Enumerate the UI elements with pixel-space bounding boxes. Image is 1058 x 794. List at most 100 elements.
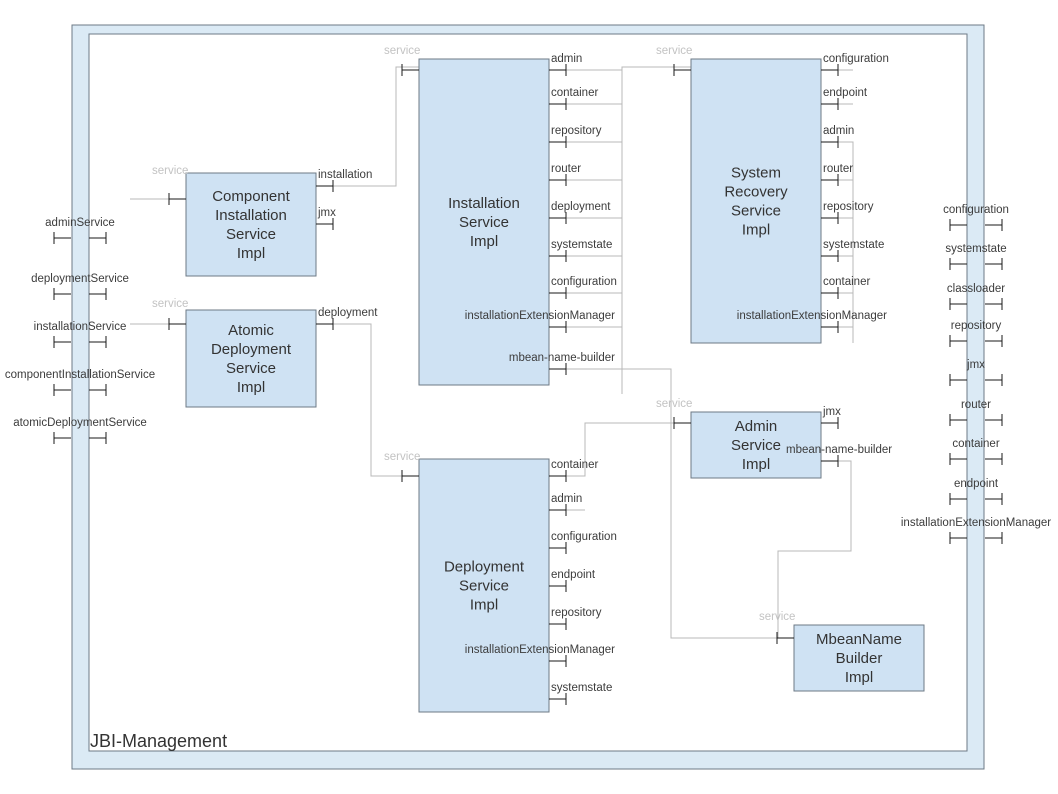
boundary-right-port-7[interactable]: endpoint — [949, 478, 1003, 505]
installation-service-impl-right-port-1[interactable]: container — [549, 87, 598, 110]
deployment-service-impl[interactable]: DeploymentServiceImplcontaineradminconfi… — [401, 458, 617, 713]
installation-service-impl-left-port-0[interactable] — [401, 64, 419, 76]
system-recovery-service-impl[interactable]: SystemRecoveryServiceImplconfigurationen… — [673, 53, 889, 344]
atomic-deployment-service-impl-right-port-0-label: deployment — [318, 307, 378, 319]
component-installation-service-impl-body[interactable] — [185, 172, 317, 277]
component-installation-service-impl[interactable]: ComponentInstallationServiceImplinstalla… — [168, 169, 372, 277]
installation-service-impl-right-port-0[interactable]: admin — [549, 53, 582, 76]
mbean-name-builder-impl-title-line-1: Builder — [836, 650, 883, 667]
mbean-name-builder-impl-title-line-0: MbeanName — [816, 631, 902, 648]
deployment-service-impl-right-port-4-label: repository — [551, 607, 602, 619]
admin-service-impl-body[interactable] — [690, 411, 822, 479]
boundary-right-port-6-label: container — [952, 438, 999, 450]
system-recovery-service-impl-right-port-5[interactable]: systemstate — [821, 239, 884, 262]
boundary-left-port-1[interactable]: deploymentService — [31, 273, 129, 300]
boundary-right-port-3[interactable]: repository — [949, 320, 1003, 347]
boundary-left-port-3[interactable]: componentInstallationService — [5, 369, 155, 396]
boundary-right-port-2-label: classloader — [947, 283, 1005, 295]
system-recovery-service-impl-right-port-7[interactable]: installationExtensionManager — [737, 310, 887, 333]
deployment-service-impl-right-port-1[interactable]: admin — [549, 493, 582, 516]
system-recovery-service-impl-right-port-0[interactable]: configuration — [821, 53, 889, 76]
component-installation-service-impl-right-port-1[interactable]: jmx — [316, 207, 336, 230]
installation-service-impl-right-port-8[interactable]: mbean-name-builder — [509, 352, 615, 375]
installation-service-impl-right-port-3[interactable]: router — [549, 163, 581, 186]
component-installation-service-impl-left-port-0[interactable] — [168, 193, 186, 205]
system-recovery-service-impl-left-port-0[interactable] — [673, 64, 691, 76]
connector-service-label-2: service — [384, 45, 420, 57]
installation-service-impl-right-port-4[interactable]: deployment — [549, 201, 611, 224]
boundary-left-port-4[interactable]: atomicDeploymentService — [13, 417, 147, 444]
system-recovery-service-impl-body[interactable] — [690, 58, 822, 344]
system-recovery-service-impl-right-port-6[interactable]: container — [821, 276, 870, 299]
admin-service-impl-title-line-2: Impl — [742, 456, 770, 473]
installation-service-impl-body[interactable] — [418, 58, 550, 386]
admin-service-impl-title-line-1: Service — [731, 437, 781, 454]
atomic-deployment-service-impl-body[interactable] — [185, 309, 317, 408]
deployment-service-impl-body[interactable] — [418, 458, 550, 713]
boundary-right-port-5[interactable]: router — [949, 399, 1003, 426]
admin-service-impl-right-port-1-label: mbean-name-builder — [786, 444, 892, 456]
boundary-right-port-0[interactable]: configuration — [943, 204, 1009, 231]
installation-service-impl-right-port-1-label: container — [551, 87, 598, 99]
admin-service-impl-right-port-0[interactable]: jmx — [821, 406, 841, 429]
system-recovery-service-impl-right-port-6-label: container — [823, 276, 870, 288]
deployment-service-impl-right-port-0[interactable]: container — [549, 459, 598, 482]
boundary-right-port-5-label: router — [961, 399, 991, 411]
deployment-service-impl-right-port-3[interactable]: endpoint — [549, 569, 596, 592]
boundary-left-port-0[interactable]: adminService — [45, 217, 115, 244]
connector-service-label-1: service — [152, 298, 188, 310]
boundary-right-port-8[interactable]: installationExtensionManager — [901, 517, 1051, 544]
mbean-name-builder-impl-title-line-2: Impl — [845, 669, 873, 686]
component-installation-service-impl-title-line-1: Installation — [215, 207, 287, 224]
installation-service-impl-right-port-8-label: mbean-name-builder — [509, 352, 615, 364]
system-recovery-service-impl-title-line-1: Recovery — [724, 184, 788, 201]
connector-service-label-4: service — [656, 45, 692, 57]
system-recovery-service-impl-right-port-2[interactable]: admin — [821, 125, 854, 148]
boundary-right-port-6[interactable]: container — [949, 438, 1003, 465]
boundary-right-port-1[interactable]: systemstate — [945, 243, 1007, 270]
deployment-service-impl-right-port-0-label: container — [551, 459, 598, 471]
system-recovery-service-impl-right-port-3[interactable]: router — [821, 163, 853, 186]
deployment-service-impl-title-line-2: Impl — [470, 597, 498, 614]
deployment-service-impl-right-port-5[interactable]: installationExtensionManager — [465, 644, 615, 667]
installation-service-impl-right-port-5[interactable]: systemstate — [549, 239, 612, 262]
system-recovery-service-impl-right-port-1[interactable]: endpoint — [821, 87, 868, 110]
admin-service-impl-left-port-0[interactable] — [673, 417, 691, 429]
connector-service-label-3: service — [384, 451, 420, 463]
deployment-service-impl-title-line-1: Service — [459, 578, 509, 595]
atomic-deployment-service-impl-left-port-0[interactable] — [168, 318, 186, 330]
boundary-right-port-2[interactable]: classloader — [947, 283, 1005, 310]
boundary-left-port-2[interactable]: installationService — [34, 321, 127, 348]
mbean-name-builder-impl-left-port-0[interactable] — [776, 632, 794, 644]
mbean-name-builder-impl-body[interactable] — [793, 624, 925, 692]
component-installation-service-impl-right-port-1-label: jmx — [317, 207, 336, 219]
system-recovery-service-impl-title-line-3: Impl — [742, 222, 770, 239]
system-recovery-service-impl-right-port-7-label: installationExtensionManager — [737, 310, 887, 322]
service-connector-labels: serviceserviceserviceserviceserviceservi… — [152, 45, 795, 623]
boundary-left-port-3-label: componentInstallationService — [5, 369, 155, 381]
installation-service-impl[interactable]: InstallationServiceImpladmincontainerrep… — [401, 53, 617, 386]
connector-mbean-from-instsvc — [549, 368, 794, 639]
components-layer: ComponentInstallationServiceImplinstalla… — [168, 53, 925, 713]
atomic-deployment-service-impl-right-port-0[interactable]: deployment — [316, 307, 378, 330]
system-recovery-service-impl-right-port-4[interactable]: repository — [821, 201, 874, 224]
installation-service-impl-right-port-7[interactable]: installationExtensionManager — [465, 310, 615, 333]
deployment-service-impl-right-port-6[interactable]: systemstate — [549, 682, 612, 705]
deployment-service-impl-right-port-2[interactable]: configuration — [549, 531, 617, 554]
installation-service-impl-right-port-2[interactable]: repository — [549, 125, 602, 148]
installation-service-impl-right-port-6[interactable]: configuration — [549, 276, 617, 299]
system-recovery-service-impl-right-port-0-label: configuration — [823, 53, 889, 65]
admin-service-impl-right-port-1[interactable]: mbean-name-builder — [786, 444, 892, 467]
boundary-right-port-4[interactable]: jmx — [949, 359, 1003, 386]
deployment-service-impl-left-port-0[interactable] — [401, 470, 419, 482]
component-installation-service-impl-right-port-0-label: installation — [318, 169, 372, 181]
system-recovery-service-impl-right-port-1-label: endpoint — [823, 87, 868, 99]
component-installation-service-impl-right-port-0[interactable]: installation — [316, 169, 372, 192]
deployment-service-impl-right-port-4[interactable]: repository — [549, 607, 602, 630]
boundary-left-ports: adminService deploymentService installatio… — [5, 217, 155, 444]
